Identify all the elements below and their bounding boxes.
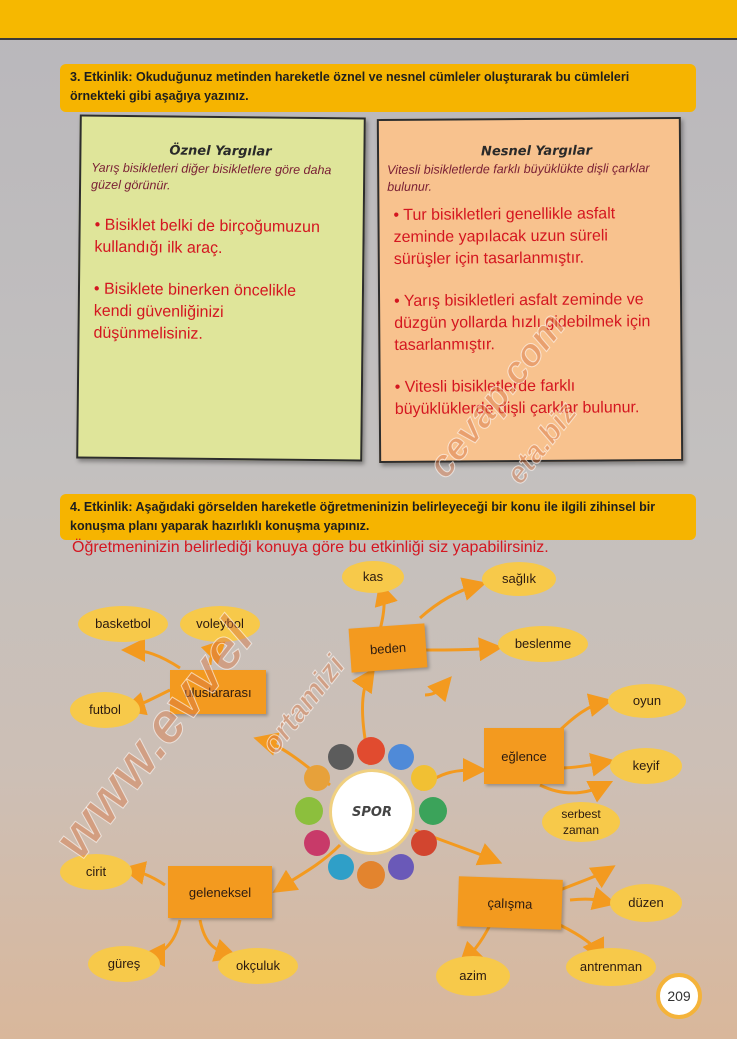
- box-calisma: çalışma: [457, 876, 563, 930]
- bubble-futbol: futbol: [70, 692, 140, 728]
- arrow-to-keyif: [559, 752, 615, 777]
- bubble-gures: güreş: [88, 946, 160, 982]
- bubble-voleybol: voleybol: [180, 606, 260, 642]
- bubble-keyif: keyif: [610, 748, 682, 784]
- bubble-cirit: cirit: [60, 854, 132, 890]
- bubble-azim: azim: [436, 956, 510, 996]
- top-bar: [0, 0, 737, 38]
- arrow-eglence-tail: [539, 780, 614, 803]
- activity4-instruction: 4. Etkinlik: Aşağıdaki görselden hareket…: [60, 494, 696, 540]
- bubble-okculuk: okçuluk: [218, 948, 298, 984]
- page-number: 209: [656, 973, 702, 1019]
- box-eglence: eğlence: [484, 728, 564, 784]
- arrow-to-duzen: [569, 886, 617, 911]
- activity4-answer: Öğretmeninizin belirlediği konuya göre b…: [72, 539, 549, 556]
- bubble-antrenman: antrenman: [566, 948, 656, 986]
- arrow-calisma-tail: [559, 865, 616, 892]
- box-uluslararasi: uluslararası: [170, 670, 266, 714]
- top-rule: [0, 38, 737, 40]
- bubble-kas: kas: [342, 561, 404, 593]
- bubble-duzen: düzen: [610, 884, 682, 922]
- arrow-to-gures: [141, 919, 182, 967]
- bubble-beslenme: beslenme: [498, 626, 588, 662]
- arrow-to-azim: [458, 924, 492, 967]
- bubble-basketbol: basketbol: [78, 606, 168, 642]
- arrow-to-cirit: [121, 861, 166, 887]
- arrow-to-kas: [374, 581, 398, 631]
- activity3-instruction: 3. Etkinlik: Okuduğunuz metinden hareket…: [60, 64, 696, 112]
- arrow-to-okculuk: [198, 919, 239, 962]
- arrow-to-basketbol: [121, 638, 181, 670]
- mindmap-center: SPOR: [329, 769, 415, 855]
- box-beden: beden: [348, 623, 428, 673]
- arrow-beden-tail: [424, 676, 452, 703]
- arrow-to-voleybol: [200, 638, 227, 666]
- bubble-oyun: oyun: [608, 684, 686, 718]
- arrow-to-saglik: [418, 577, 487, 620]
- bubble-saglik: sağlık: [482, 562, 556, 596]
- bubble-serbest-zaman: serbest zaman: [542, 802, 620, 842]
- box-geleneksel: geleneksel: [168, 866, 272, 918]
- arrow-to-beslenme: [421, 637, 503, 662]
- arrow-to-geleneksel: [272, 843, 342, 893]
- sports-balls-ring: [295, 737, 447, 889]
